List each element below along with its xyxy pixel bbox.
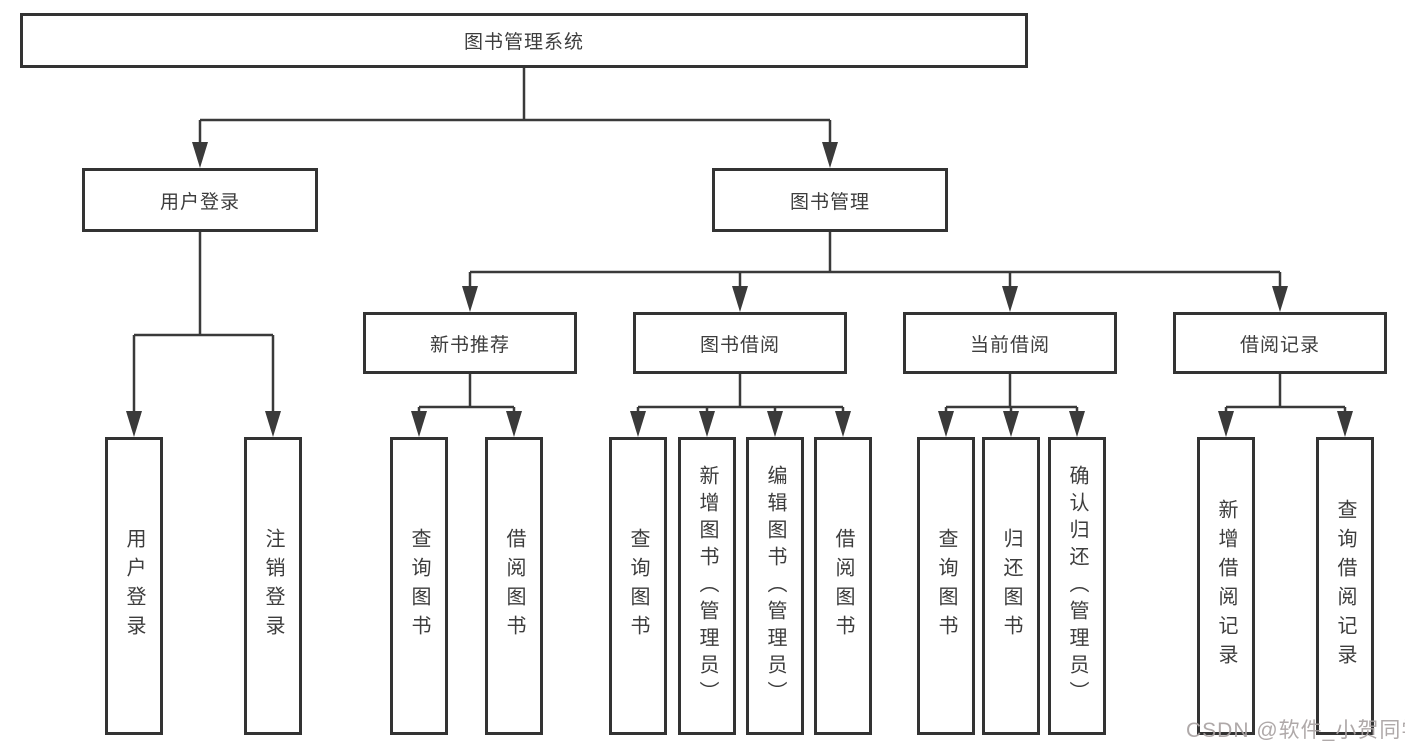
arrowhead <box>411 411 427 437</box>
leaf-confirm-return-admin: 确认归还（管理员） <box>1048 437 1106 735</box>
leaf-label: 新增图书（管理员） <box>696 464 718 708</box>
leaf-borrow-books-recommend: 借阅图书 <box>485 437 543 735</box>
connector-new-book <box>417 374 516 416</box>
leaf-label: 确认归还（管理员） <box>1066 464 1088 708</box>
node-library-management-system: 图书管理系统 <box>20 13 1028 68</box>
leaf-add-books-admin: 新增图书（管理员） <box>678 437 736 735</box>
leaf-user-login: 用户登录 <box>105 437 163 735</box>
arrowhead <box>630 411 646 437</box>
arrowhead <box>1337 411 1353 437</box>
node-label: 借阅记录 <box>1239 334 1320 356</box>
leaf-query-books-current: 查询图书 <box>917 437 975 735</box>
leaf-label: 用户登录 <box>123 528 145 644</box>
csdn-watermark: CSDN @软件_小贺同学 <box>1186 719 1405 742</box>
leaf-borrow-books: 借阅图书 <box>814 437 872 735</box>
connector-borrow-records <box>1224 374 1347 416</box>
leaf-label: 借阅图书 <box>503 528 525 644</box>
arrowhead <box>1069 411 1085 437</box>
node-new-book-recommendation: 新书推荐 <box>363 312 577 374</box>
node-label: 用户登录 <box>159 191 240 213</box>
arrowhead <box>938 411 954 437</box>
leaf-label: 查询图书 <box>627 528 649 644</box>
connector-book-borrowing <box>636 374 845 416</box>
node-book-borrowing: 图书借阅 <box>633 312 847 374</box>
leaf-label: 归还图书 <box>1000 528 1022 644</box>
leaf-query-borrow-record: 查询借阅记录 <box>1316 437 1374 735</box>
leaf-label: 借阅图书 <box>832 528 854 644</box>
node-label: 图书管理系统 <box>463 32 584 53</box>
arrowhead <box>192 142 208 168</box>
arrowhead <box>1002 286 1018 312</box>
node-user-login-branch: 用户登录 <box>82 168 318 232</box>
arrowhead <box>699 411 715 437</box>
arrowhead <box>265 411 281 437</box>
node-label: 图书管理 <box>789 191 870 213</box>
leaf-return-books: 归还图书 <box>982 437 1040 735</box>
connector-user-login <box>132 232 275 417</box>
arrowhead <box>1003 411 1019 437</box>
arrowhead <box>1218 411 1234 437</box>
leaf-label: 编辑图书（管理员） <box>764 464 786 708</box>
arrowhead <box>822 142 838 168</box>
arrowhead <box>126 411 142 437</box>
leaf-label: 注销登录 <box>262 528 284 644</box>
connector-root <box>198 68 832 148</box>
node-current-borrowing: 当前借阅 <box>903 312 1117 374</box>
leaf-label: 查询借阅记录 <box>1334 499 1356 673</box>
node-label: 当前借阅 <box>969 334 1050 356</box>
leaf-logout: 注销登录 <box>244 437 302 735</box>
arrowhead <box>732 286 748 312</box>
leaf-edit-books-admin: 编辑图书（管理员） <box>746 437 804 735</box>
leaf-query-books-recommend: 查询图书 <box>390 437 448 735</box>
node-book-management-branch: 图书管理 <box>712 168 948 232</box>
leaf-label: 新增借阅记录 <box>1215 499 1237 673</box>
connector-current-borrowing <box>944 374 1079 416</box>
arrowhead <box>835 411 851 437</box>
node-label: 图书借阅 <box>699 334 780 356</box>
arrowhead <box>506 411 522 437</box>
leaf-add-borrow-record: 新增借阅记录 <box>1197 437 1255 735</box>
node-borrowing-records: 借阅记录 <box>1173 312 1387 374</box>
leaf-label: 查询图书 <box>935 528 957 644</box>
connector-book-management <box>468 232 1282 292</box>
arrowhead <box>1272 286 1288 312</box>
leaf-label: 查询图书 <box>408 528 430 644</box>
arrowhead <box>767 411 783 437</box>
node-label: 新书推荐 <box>429 334 510 356</box>
leaf-query-books-borrowing: 查询图书 <box>609 437 667 735</box>
arrowhead <box>462 286 478 312</box>
